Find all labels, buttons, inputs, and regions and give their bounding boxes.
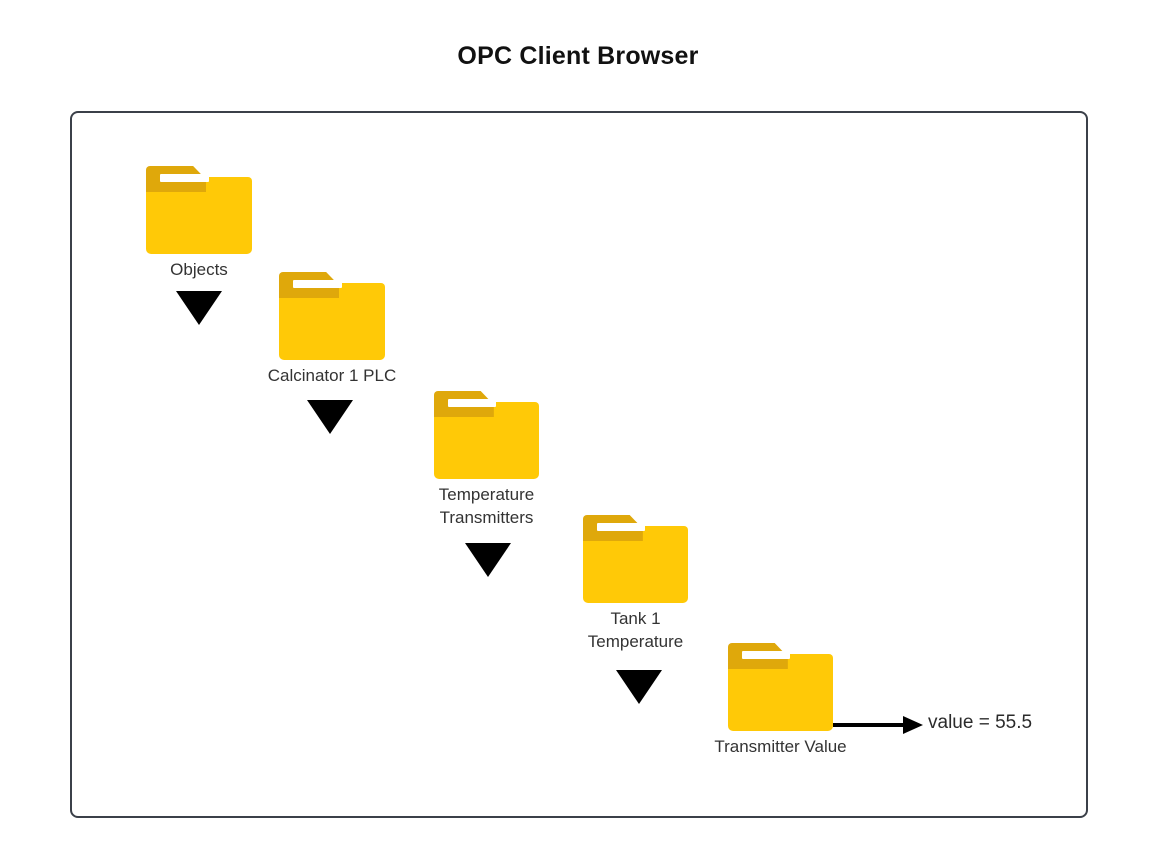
tree-node-label: Tank 1 Temperature: [587, 609, 684, 651]
folder-icon: [146, 166, 252, 254]
folder-icon: [434, 391, 539, 479]
down-arrow-icon: [176, 291, 222, 325]
tree-node-temperature-transmitters[interactable]: Temperature Transmitters: [434, 391, 539, 527]
down-arrow-icon: [465, 543, 511, 577]
folder-icon: [728, 643, 833, 731]
arrow-head: [903, 716, 923, 734]
tree-node-objects[interactable]: Objects: [146, 166, 252, 279]
folder-label-strip: [159, 173, 209, 183]
folder-label-strip: [741, 650, 790, 660]
down-arrow-icon: [616, 670, 662, 704]
folder-label-strip: [292, 279, 342, 289]
folder-icon: [279, 272, 385, 360]
tree-node-label: Calcinator 1 PLC: [267, 366, 397, 385]
down-arrow-icon: [307, 400, 353, 434]
tree-node-label: Transmitter Value: [714, 737, 847, 756]
right-arrow-icon: [833, 716, 923, 734]
tree-node-label: Temperature Transmitters: [438, 485, 535, 527]
tree-node-tank-1-temperature[interactable]: Tank 1 Temperature: [583, 515, 688, 651]
folder-icon: [583, 515, 688, 603]
folder-label-strip: [447, 398, 496, 408]
tree-node-label: Objects: [170, 260, 228, 279]
tree-node-calcinator-1-plc[interactable]: Calcinator 1 PLC: [268, 272, 396, 385]
arrow-shaft: [833, 723, 905, 727]
page-title: OPC Client Browser: [457, 42, 699, 70]
folder-label-strip: [596, 522, 645, 532]
tree-node-transmitter-value[interactable]: Transmitter Value: [714, 643, 847, 756]
transmitter-value-readout: value = 55.5: [928, 712, 1033, 733]
